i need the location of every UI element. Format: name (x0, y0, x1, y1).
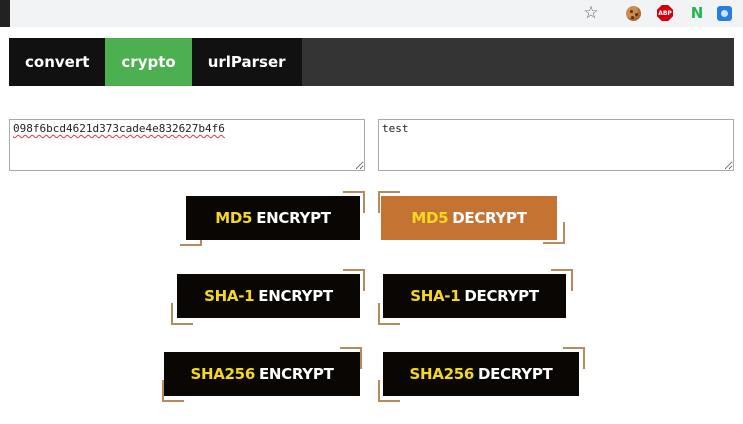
algo-label: MD5 (215, 209, 253, 227)
action-label: DECRYPT (464, 287, 539, 305)
action-label: DECRYPT (478, 365, 553, 383)
abp-extension-icon[interactable]: ABP (656, 4, 674, 22)
browser-toolbar: ☆ ABP N (0, 0, 743, 28)
star-icon[interactable]: ☆ (583, 3, 599, 23)
algo-label: MD5 (411, 209, 449, 227)
action-label: ENCRYPT (258, 287, 333, 305)
tab-convert[interactable]: convert (9, 38, 106, 86)
algo-label: SHA256 (409, 365, 475, 383)
action-label: ENCRYPT (256, 209, 331, 227)
algo-label: SHA256 (190, 365, 255, 383)
action-label: DECRYPT (452, 209, 527, 227)
algo-label: SHA-1 (204, 287, 255, 305)
tab-crypto[interactable]: crypto (105, 38, 192, 86)
hash-input[interactable]: 098f6bcd4621d373cade4e832627b4f6 (9, 119, 365, 171)
cookie-extension-icon[interactable] (624, 4, 642, 22)
window-edge (0, 0, 10, 27)
tab-nav: convert crypto urlParser (9, 38, 734, 86)
algo-label: SHA-1 (410, 287, 461, 305)
blue-extension-icon[interactable] (715, 4, 733, 22)
extension-popup: convert crypto urlParser 098f6bcd4621d37… (0, 27, 743, 424)
n-extension-icon[interactable]: N (690, 4, 704, 22)
tab-urlparser[interactable]: urlParser (191, 38, 302, 86)
action-label: ENCRYPT (258, 365, 334, 383)
plaintext-input[interactable]: test (378, 119, 734, 171)
